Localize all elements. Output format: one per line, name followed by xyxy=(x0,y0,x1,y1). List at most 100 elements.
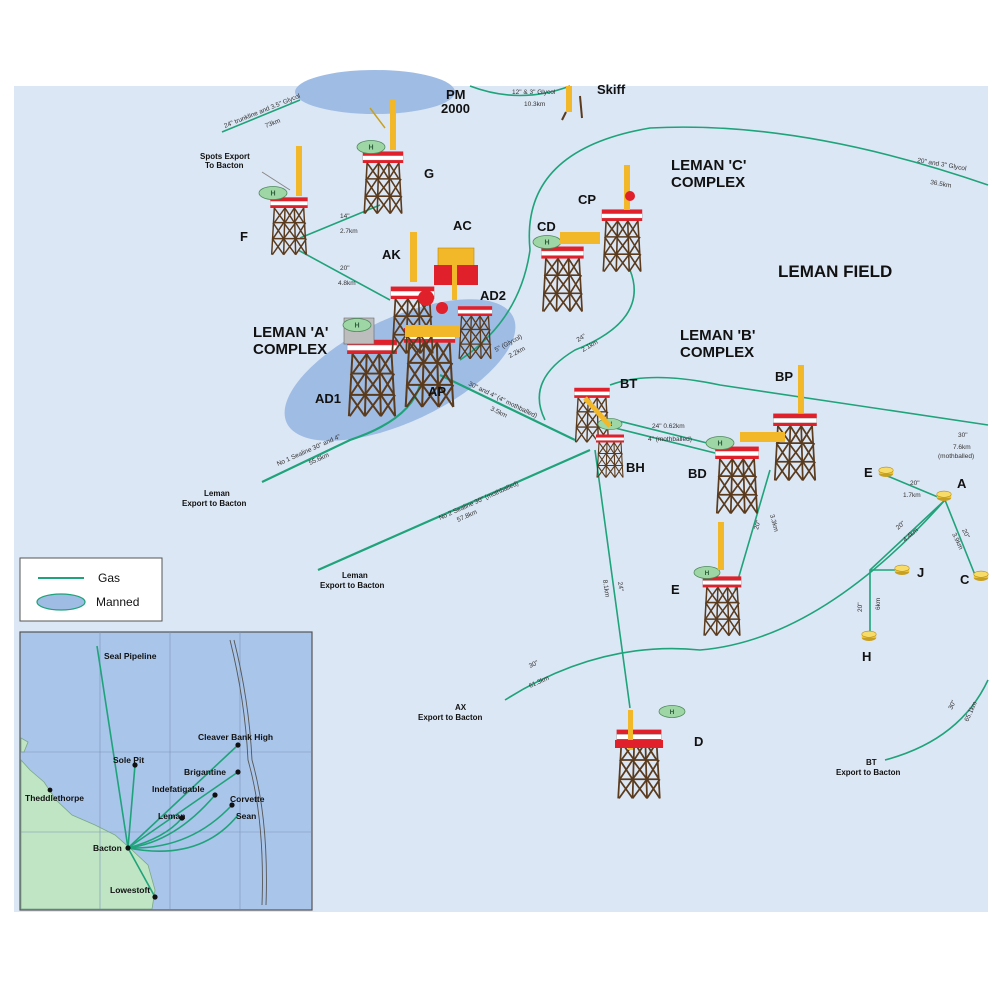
ann-fg-len: 2.7km xyxy=(340,228,358,235)
label-bh: BH xyxy=(626,460,645,475)
label-skiff: Skiff xyxy=(597,82,626,97)
ann-bpright-note: (mothballed) xyxy=(938,453,974,460)
ann-fa-spec: 20" xyxy=(340,265,350,272)
export-leman2-1: Leman xyxy=(342,571,368,580)
inset-theddlethorpe: Theddlethorpe xyxy=(25,793,84,803)
label-ak: AK xyxy=(382,247,401,262)
platform-e xyxy=(693,522,743,637)
export-spots-1: Spots Export xyxy=(200,152,250,161)
leman-a-complex-structures xyxy=(342,232,493,418)
ann-jh-len: 6km xyxy=(875,598,882,610)
ann-bpright-spec: 30" xyxy=(958,432,968,439)
label-f: F xyxy=(240,229,248,244)
label-bp: BP xyxy=(775,369,793,384)
label-well-c: C xyxy=(960,572,970,587)
label-bd: BD xyxy=(688,466,707,481)
inset-sean: Sean xyxy=(236,811,256,821)
ann-bpright-len: 7.6km xyxy=(953,444,971,451)
label-e-platform: E xyxy=(671,582,680,597)
ann-topright-len: 36.5km xyxy=(930,179,952,190)
ann-bhd-spec: 24" xyxy=(616,581,624,592)
ann-ac-spec: 20" xyxy=(960,528,971,540)
ann-bhbd-spec2: 4" (mothballed) xyxy=(648,436,692,443)
label-well-e: E xyxy=(864,465,873,480)
bd-bp-structures xyxy=(705,365,818,515)
ann-cpbt-spec: 24" xyxy=(576,333,588,344)
ann-aj-spec: 20" xyxy=(895,520,907,532)
platform-f xyxy=(258,146,309,256)
field-title: LEMAN FIELD xyxy=(778,262,892,281)
label-cd: CD xyxy=(537,219,556,234)
label-d: D xyxy=(694,734,703,749)
inset-cleaver-bank-high: Cleaver Bank High xyxy=(198,732,273,742)
inset-leman: Leman xyxy=(158,811,185,821)
label-pm: PM xyxy=(446,87,466,102)
leman-a-label-2: COMPLEX xyxy=(253,341,327,358)
inset-bacton: Bacton xyxy=(93,843,122,853)
label-pm-2000: 2000 xyxy=(441,101,470,116)
legend-manned-label: Manned xyxy=(96,595,139,609)
label-ad2: AD2 xyxy=(480,288,506,303)
well-a-icon xyxy=(936,490,952,502)
platform-skiff-structure xyxy=(561,86,583,121)
ann-fg-spec: 14" xyxy=(340,213,350,220)
export-leman1-1: Leman xyxy=(204,489,230,498)
leman-b-label-2: COMPLEX xyxy=(680,344,754,361)
well-c-icon xyxy=(973,570,989,582)
leman-c-complex-structures xyxy=(532,165,644,313)
legend-manned-swatch xyxy=(36,593,86,611)
bt-bh-structures xyxy=(573,387,625,479)
export-ax-1: AX xyxy=(455,703,467,712)
ann-skiff-spec: 12" & 3" Glycol xyxy=(512,89,556,96)
inset-map: Seal Pipeline Cleaver Bank High Sole Pit… xyxy=(19,631,313,911)
platform-g xyxy=(356,100,405,215)
ann-fa-len: 4.8km xyxy=(338,280,356,287)
ann-jh-spec: 20" xyxy=(857,602,864,612)
inset-indefatigable: Indefatigable xyxy=(152,784,205,794)
inset-lowestoft: Lowestoft xyxy=(110,885,150,895)
well-h-icon xyxy=(861,630,877,642)
label-well-h: H xyxy=(862,649,871,664)
ann-skiff-len: 10.3km xyxy=(524,101,545,108)
label-ad1: AD1 xyxy=(315,391,341,406)
legend: Gas Manned xyxy=(19,557,163,622)
ann-ea-len: 1.7km xyxy=(903,492,921,499)
ann-bhbd-spec: 24" 0.62km xyxy=(652,423,685,430)
median-line xyxy=(229,639,263,906)
well-j-icon xyxy=(894,564,910,576)
export-ax-2: Export to Bacton xyxy=(418,713,483,722)
inset-corvette: Corvette xyxy=(230,794,265,804)
leman-a-label-1: LEMAN 'A' xyxy=(253,324,328,341)
inset-land xyxy=(20,758,156,910)
label-well-j: J xyxy=(917,565,924,580)
export-labels: Spots Export To Bacton Leman Export to B… xyxy=(182,152,901,777)
leman-c-label-1: LEMAN 'C' xyxy=(671,157,746,174)
manned-zone-pm xyxy=(295,70,455,114)
label-ap: AP xyxy=(428,384,446,399)
label-cp: CP xyxy=(578,192,596,207)
platform-d xyxy=(615,705,686,800)
ann-ea-spec: 20" xyxy=(910,480,920,487)
label-bt: BT xyxy=(620,376,637,391)
export-bt-2: Export to Bacton xyxy=(836,768,901,777)
export-bt-1: BT xyxy=(866,758,877,767)
complex-labels: LEMAN 'C' COMPLEX LEMAN 'A' COMPLEX LEMA… xyxy=(253,157,755,361)
well-e-icon xyxy=(878,466,894,478)
leman-c-label-2: COMPLEX xyxy=(671,174,745,191)
well-labels: E A J C H xyxy=(862,465,970,664)
ann-btexp-spec: 30" xyxy=(947,699,958,711)
inset-sole-pit: Sole Pit xyxy=(113,755,144,765)
median-line-2 xyxy=(233,639,267,906)
ann-ebd-len: 3.3km xyxy=(768,514,779,533)
legend-gas-label: Gas xyxy=(98,571,120,585)
ann-bhd-len: 8.1km xyxy=(601,579,610,598)
label-g: G xyxy=(424,166,434,181)
ann-ebd-spec: 20" xyxy=(753,519,762,531)
export-leman2-2: Export to Bacton xyxy=(320,581,385,590)
ann-ax-spec: 30" xyxy=(528,659,540,670)
export-leman1-2: Export to Bacton xyxy=(182,499,247,508)
legend-box xyxy=(19,557,163,622)
inset-brigantine: Brigantine xyxy=(184,767,226,777)
inset-seal-pipeline: Seal Pipeline xyxy=(104,651,157,661)
